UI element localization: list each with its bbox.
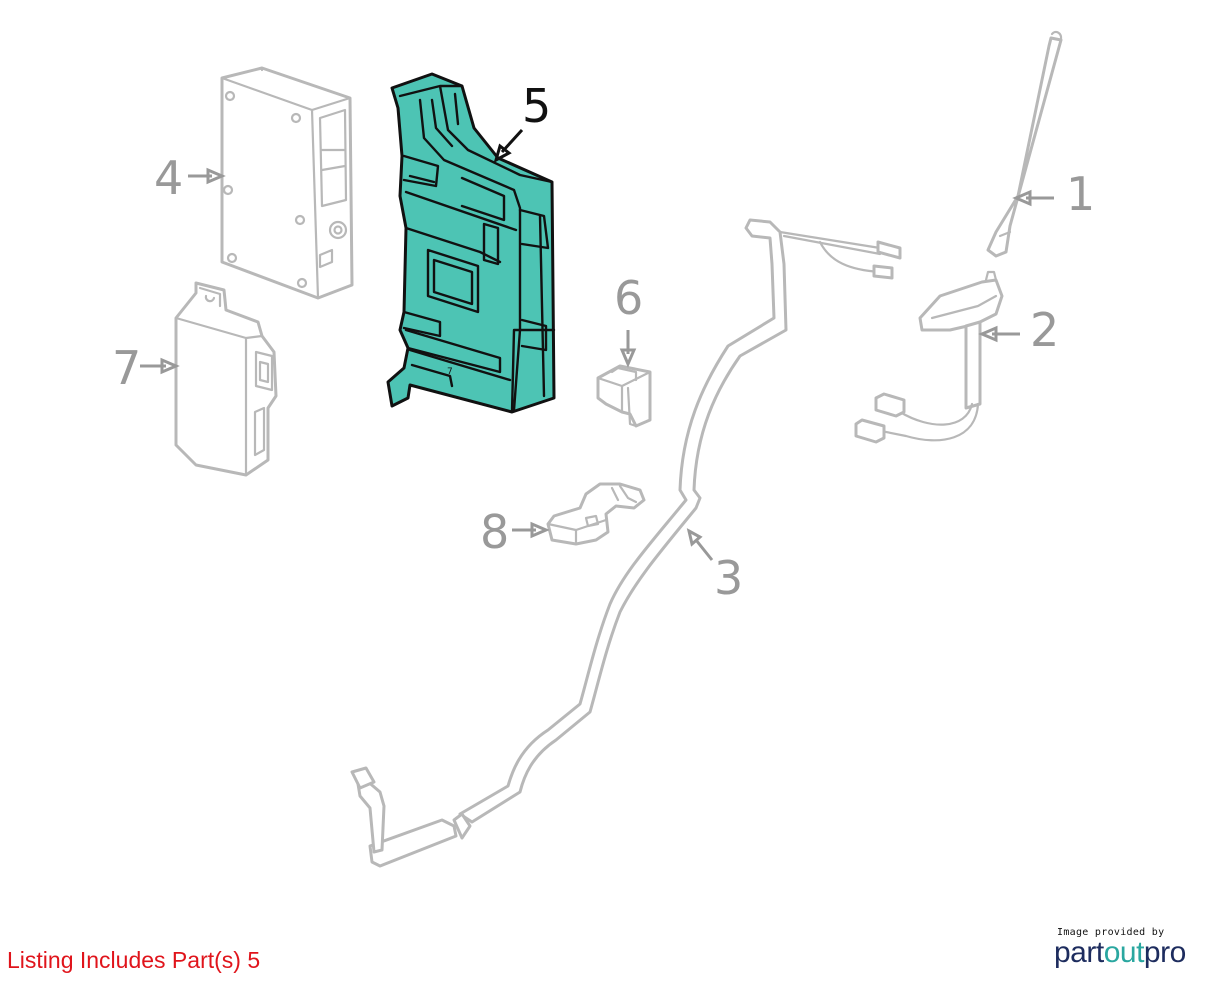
callout-7: 7 [112,341,141,395]
logo-pro: pro [1143,936,1186,969]
callout-5: 5 [522,79,551,133]
callout-2: 2 [1030,303,1059,357]
part-4-module [220,66,354,300]
part-6-clip [596,364,652,428]
callout-6: 6 [614,271,643,325]
callout-1: 1 [1066,167,1095,221]
logo-out: out [1103,936,1145,969]
credit-caption: Image provided by [1057,927,1165,938]
logo-part: part [1054,936,1104,969]
part-5-marking: 7 [447,367,453,377]
part-5-bracket-highlighted: 7 [386,72,556,414]
part-1-antenna-mast [986,30,1063,258]
leader-lines [140,128,1054,561]
part-2-antenna-base [854,270,1004,444]
callout-4: 4 [154,151,183,205]
part-7-control-module [174,281,278,477]
part-3-cable [350,218,902,868]
listing-note: Listing Includes Part(s) 5 [7,947,261,973]
part-8-connector [546,482,646,546]
partoutpro-logo: partoutpro [1054,938,1214,968]
callout-8: 8 [480,505,509,559]
image-credit: Image provided by partoutpro [1054,927,1214,968]
callout-3: 3 [714,551,743,605]
